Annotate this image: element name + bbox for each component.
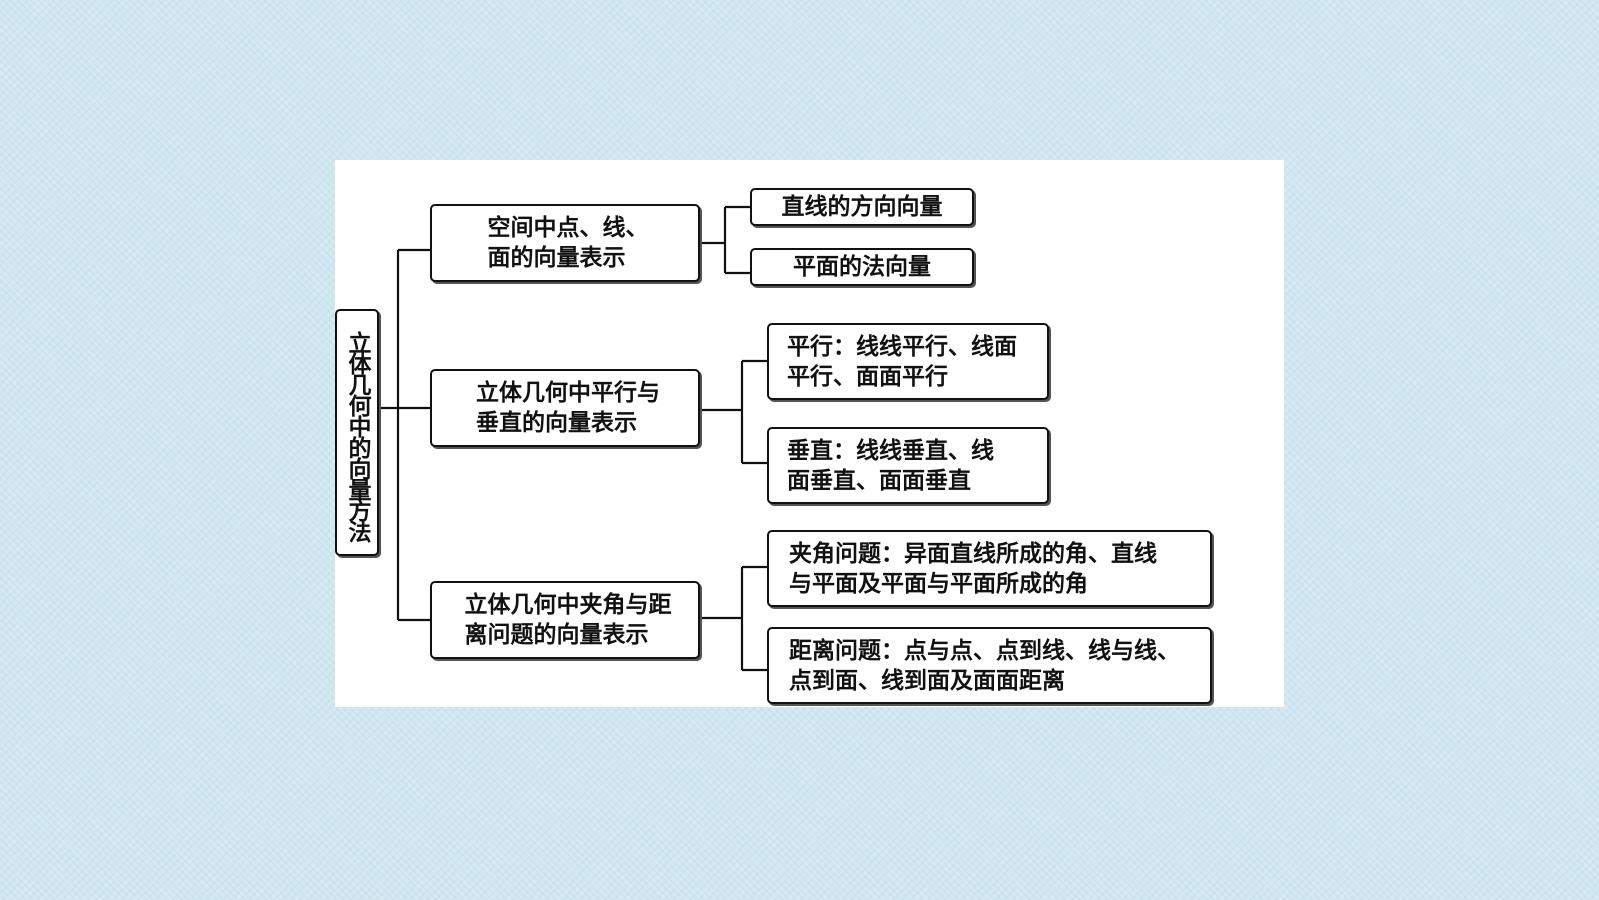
- branch-label: 空间中点、线、 面的向量表示: [487, 214, 649, 271]
- branch-node-parallel-perpendicular: 立体几何中平行与 垂直的向量表示: [430, 369, 700, 447]
- leaf-node-perpendicular: 垂直：线线垂直、线 面垂直、面面垂直: [767, 427, 1049, 504]
- leaf-node-direction-vector: 直线的方向向量: [750, 188, 974, 226]
- leaf-label: 直线的方向向量: [781, 193, 943, 220]
- leaf-label: 垂直：线线垂直、线 面垂直、面面垂直: [787, 436, 994, 494]
- leaf-label: 夹角问题：异面直线所成的角、直线 与平面及平面与平面所成的角: [789, 539, 1157, 597]
- branch-node-angle-distance: 立体几何中夹角与距 离问题的向量表示: [430, 581, 700, 659]
- branch-label: 立体几何中夹角与距 离问题的向量表示: [464, 591, 672, 648]
- leaf-node-distance-problems: 距离问题：点与点、点到线、线与线、 点到面、线到面及面面距离: [767, 627, 1212, 704]
- leaf-label: 距离问题：点与点、点到线、线与线、 点到面、线到面及面面距离: [789, 636, 1180, 694]
- branch-label: 立体几何中平行与 垂直的向量表示: [476, 379, 660, 436]
- leaf-node-parallel: 平行：线线平行、线面 平行、面面平行: [767, 323, 1049, 400]
- root-node: 立体几何中的向量方法: [335, 309, 379, 556]
- leaf-label: 平面的法向量: [793, 253, 931, 280]
- leaf-node-normal-vector: 平面的法向量: [750, 248, 974, 286]
- root-label: 立体几何中的向量方法: [344, 330, 371, 541]
- leaf-label: 平行：线线平行、线面 平行、面面平行: [787, 332, 1017, 390]
- leaf-node-angle-problems: 夹角问题：异面直线所成的角、直线 与平面及平面与平面所成的角: [767, 530, 1212, 607]
- branch-node-representation: 空间中点、线、 面的向量表示: [430, 204, 700, 282]
